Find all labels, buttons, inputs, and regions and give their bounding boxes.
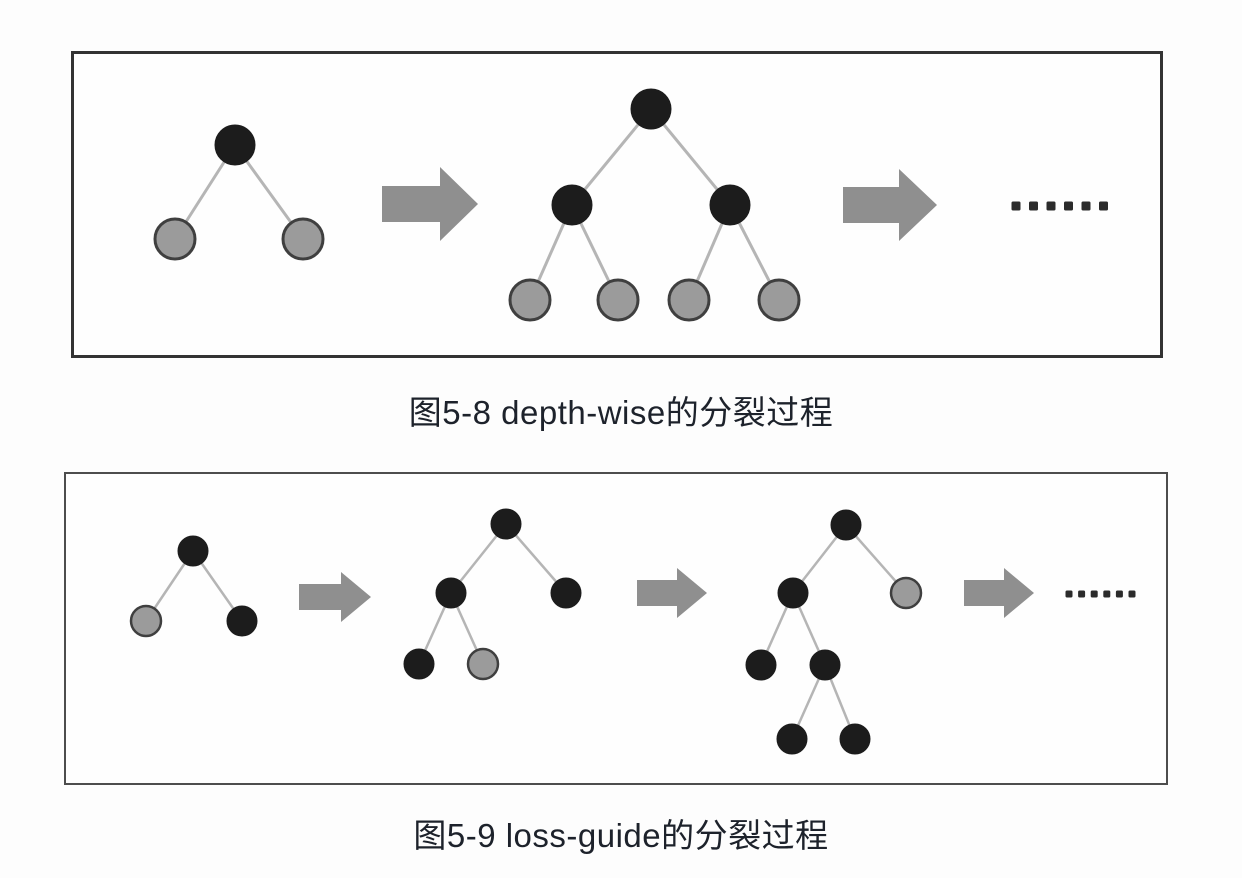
tree-node-black [177, 535, 209, 567]
tree-node-gray [281, 217, 325, 261]
ellipsis-dot [1065, 590, 1073, 598]
tree-node-gray [508, 278, 552, 322]
depth-wise-diagram [153, 88, 1108, 322]
tree-node-black [839, 723, 871, 755]
tree-node-black [435, 577, 467, 609]
tree-node-black [403, 648, 435, 680]
tree-node-gray [757, 278, 801, 322]
ellipsis-dot [1099, 201, 1108, 211]
ellipsis-dot [1011, 201, 1021, 211]
tree-node-black [226, 605, 258, 637]
figure-caption-5-8: 图5-8 depth-wise的分裂过程 [408, 394, 834, 431]
tree-node-black [745, 649, 777, 681]
ellipsis-dot [1128, 590, 1136, 598]
tree-node-black [777, 577, 809, 609]
tree-node-gray [667, 278, 711, 322]
ellipsis-dot [1046, 201, 1056, 211]
flow-arrow-icon [382, 167, 478, 241]
tree-node-black [630, 88, 672, 130]
tree-node-gray [466, 647, 500, 681]
flow-arrow-icon [843, 169, 937, 241]
ellipsis-dot [1064, 201, 1073, 211]
tree-node-gray [153, 217, 197, 261]
tree-node-black [550, 577, 582, 609]
flow-arrow-icon [964, 568, 1034, 618]
ellipsis-dot [1103, 590, 1111, 598]
ellipsis-dot [1090, 590, 1098, 598]
ellipsis-dot [1078, 590, 1086, 598]
figure-caption-5-9: 图5-9 loss-guide的分裂过程 [413, 817, 829, 854]
tree-node-gray [596, 278, 640, 322]
tree-node-black [214, 124, 256, 166]
loss-guide-diagram [129, 508, 1136, 755]
figure-loss-guide-box [64, 472, 1168, 785]
tree-edge [649, 108, 732, 206]
tree-node-black [709, 184, 751, 226]
tree-edge [570, 108, 653, 206]
tree-node-black [776, 723, 808, 755]
tree-node-black [809, 649, 841, 681]
ellipsis-dot [1115, 590, 1123, 598]
figure-depth-wise-box [71, 51, 1163, 358]
tree-node-black [830, 509, 862, 541]
tree-node-gray [889, 576, 923, 610]
flow-arrow-icon [299, 572, 371, 622]
flow-arrow-icon [637, 568, 707, 618]
tree-node-gray [129, 604, 163, 638]
ellipsis-dot [1081, 201, 1091, 211]
tree-node-black [551, 184, 593, 226]
tree-node-black [490, 508, 522, 540]
ellipsis-dot [1029, 201, 1038, 211]
